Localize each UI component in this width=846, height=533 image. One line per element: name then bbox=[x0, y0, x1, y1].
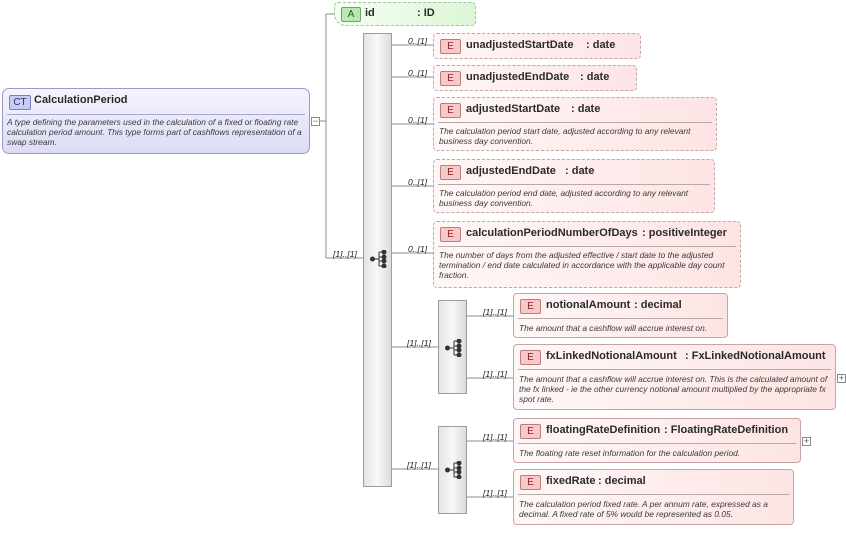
element-cardinality: [1]..[1] bbox=[483, 307, 507, 317]
element-name: unadjustedEndDate bbox=[466, 71, 570, 83]
element-box-unadjusted-end-date[interactable]: E unadjustedEndDate : date bbox=[433, 65, 637, 91]
complex-type-separator bbox=[7, 114, 305, 115]
element-type: : date bbox=[571, 103, 601, 115]
element-box-fx-linked-notional-amount[interactable]: E fxLinkedNotionalAmount : FxLinkedNotio… bbox=[513, 344, 836, 410]
attribute-name: id bbox=[365, 7, 375, 19]
element-cardinality: [1]..[1] bbox=[483, 432, 507, 442]
element-badge: E bbox=[520, 424, 541, 439]
element-description: The amount that a cashflow will accrue i… bbox=[519, 374, 828, 405]
element-type: : decimal bbox=[634, 299, 682, 311]
element-description: The calculation period start date, adjus… bbox=[439, 126, 691, 147]
element-type: : date bbox=[580, 71, 610, 83]
element-description: The floating rate reset information for … bbox=[519, 448, 741, 458]
element-separator bbox=[518, 369, 831, 370]
element-cardinality: 0..[1] bbox=[408, 68, 428, 78]
element-description: The calculation period fixed rate. A per… bbox=[519, 499, 768, 520]
sub-sequence-compositor[interactable] bbox=[438, 300, 467, 394]
element-name: unadjustedStartDate bbox=[466, 39, 574, 51]
complex-type-box[interactable]: CT CalculationPeriod A type defining the… bbox=[2, 88, 310, 154]
sub-sequence-cardinality: [1]..[1] bbox=[407, 338, 431, 348]
element-box-calculation-period-number-of-days[interactable]: E calculationPeriodNumberOfDays : positi… bbox=[433, 221, 741, 288]
element-badge: E bbox=[440, 165, 461, 180]
element-box-unadjusted-start-date[interactable]: E unadjustedStartDate : date bbox=[433, 33, 641, 59]
main-sequence-compositor[interactable] bbox=[363, 33, 392, 487]
main-sequence-cardinality: [1]..[1] bbox=[333, 249, 357, 259]
element-separator bbox=[518, 318, 723, 319]
element-cardinality: 0..[1] bbox=[408, 177, 428, 187]
element-badge: E bbox=[520, 299, 541, 314]
element-type: : FloatingRateDefinition bbox=[664, 424, 789, 436]
element-separator bbox=[438, 246, 736, 247]
element-cardinality: [1]..[1] bbox=[483, 488, 507, 498]
element-name: fixedRate bbox=[546, 475, 596, 487]
element-box-adjusted-end-date[interactable]: E adjustedEndDate : date The calculation… bbox=[433, 159, 715, 213]
element-box-floating-rate-definition[interactable]: E floatingRateDefinition : FloatingRateD… bbox=[513, 418, 801, 463]
element-type: : positiveInteger bbox=[642, 227, 727, 239]
element-type: : date bbox=[586, 39, 616, 51]
element-cardinality: 0..[1] bbox=[408, 36, 428, 46]
element-badge: E bbox=[440, 103, 461, 118]
expand-icon[interactable]: + bbox=[837, 373, 846, 383]
element-badge: E bbox=[440, 39, 461, 54]
element-description: The calculation period end date, adjuste… bbox=[439, 188, 689, 209]
attribute-type: : ID bbox=[417, 7, 435, 19]
sequence-icon bbox=[445, 461, 462, 479]
element-box-fixed-rate[interactable]: E fixedRate : decimal The calculation pe… bbox=[513, 469, 794, 525]
element-cardinality: [1]..[1] bbox=[483, 369, 507, 379]
element-name: floatingRateDefinition bbox=[546, 424, 661, 436]
sequence-icon bbox=[445, 339, 462, 357]
element-name: adjustedStartDate bbox=[466, 103, 561, 115]
collapse-icon[interactable]: − bbox=[311, 116, 320, 126]
attribute-id-box[interactable]: A id : ID bbox=[334, 2, 476, 26]
attribute-badge: A bbox=[341, 7, 361, 22]
complex-type-badge: CT bbox=[9, 95, 31, 110]
element-badge: E bbox=[440, 71, 461, 86]
element-box-adjusted-start-date[interactable]: E adjustedStartDate : date The calculati… bbox=[433, 97, 717, 151]
element-name: fxLinkedNotionalAmount bbox=[546, 350, 677, 362]
element-type: : FxLinkedNotionalAmount bbox=[685, 350, 826, 362]
element-description: The number of days from the adjusted eff… bbox=[439, 250, 725, 281]
element-separator bbox=[518, 443, 796, 444]
element-cardinality: 0..[1] bbox=[408, 115, 428, 125]
element-badge: E bbox=[440, 227, 461, 242]
sequence-icon bbox=[370, 250, 387, 268]
element-separator bbox=[518, 494, 789, 495]
element-cardinality: 0..[1] bbox=[408, 244, 428, 254]
element-type: : decimal bbox=[598, 475, 646, 487]
element-separator bbox=[438, 184, 710, 185]
element-type: : date bbox=[565, 165, 595, 177]
element-name: notionalAmount bbox=[546, 299, 631, 311]
complex-type-description: A type defining the parameters used in t… bbox=[7, 117, 302, 148]
element-badge: E bbox=[520, 350, 541, 365]
element-box-notional-amount[interactable]: E notionalAmount : decimal The amount th… bbox=[513, 293, 728, 338]
element-name: adjustedEndDate bbox=[466, 165, 556, 177]
element-separator bbox=[438, 122, 712, 123]
complex-type-name: CalculationPeriod bbox=[34, 94, 128, 106]
expand-icon[interactable]: + bbox=[802, 436, 811, 446]
element-badge: E bbox=[520, 475, 541, 490]
element-description: The amount that a cashflow will accrue i… bbox=[519, 323, 708, 333]
element-name: calculationPeriodNumberOfDays bbox=[466, 227, 638, 239]
sub-sequence-cardinality: [1]..[1] bbox=[407, 460, 431, 470]
